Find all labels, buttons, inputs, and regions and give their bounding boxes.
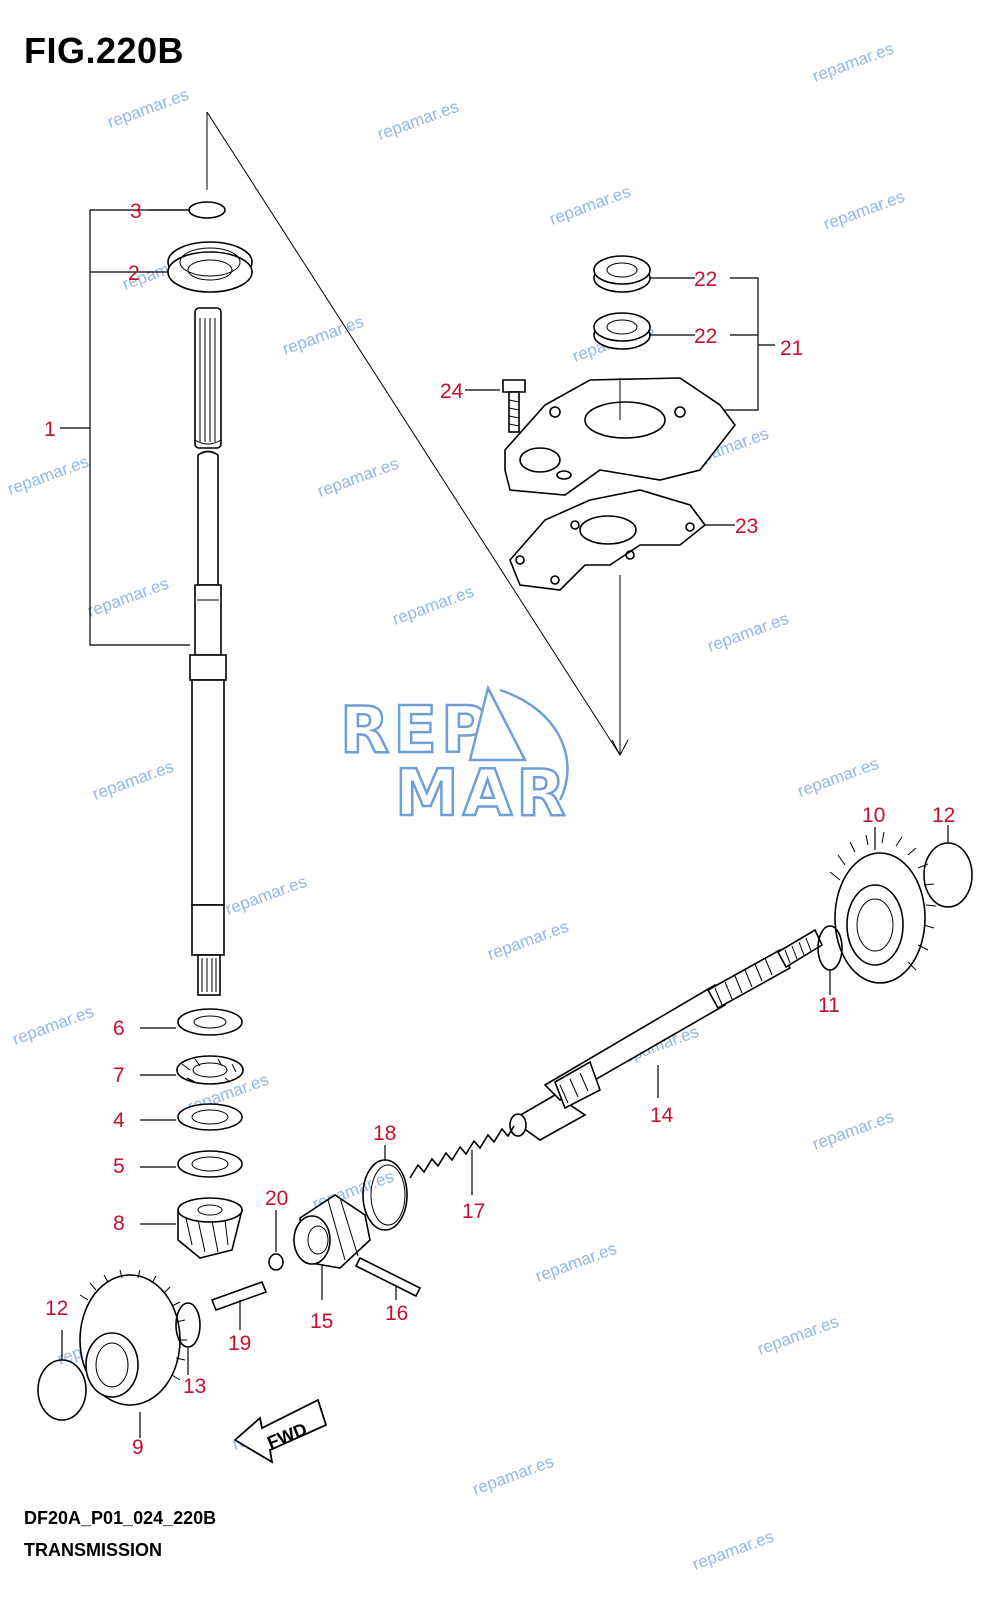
- watermark: repamar.es: [810, 39, 896, 86]
- thrust-bearing-7: [176, 1055, 244, 1085]
- watermark: repamar.es: [280, 312, 366, 359]
- callout-22-top: 22: [694, 268, 717, 291]
- propeller-shaft: [509, 928, 824, 1141]
- fwd-arrow-icon: FWD: [233, 1398, 328, 1464]
- watermark: repamar.es: [690, 1527, 776, 1574]
- watermark: repamar.es: [315, 454, 401, 501]
- shim-12-upper: [923, 842, 973, 908]
- watermark: repamar.es: [547, 182, 633, 229]
- callout-13: 13: [183, 1375, 206, 1398]
- callout-3: 3: [130, 200, 142, 223]
- sail-icon: [468, 684, 528, 762]
- callout-23: 23: [735, 515, 758, 538]
- repamar-logo: REP MAR: [339, 684, 570, 832]
- figure-title: FIG.220B: [24, 30, 185, 71]
- seal-22-bottom: [593, 312, 651, 350]
- callout-19: 19: [228, 1332, 251, 1355]
- callout-18: 18: [373, 1122, 396, 1145]
- callout-22-bottom: 22: [694, 325, 717, 348]
- watermark: repamar.es: [390, 582, 476, 629]
- callout-17: 17: [462, 1200, 485, 1223]
- ball-bearing: [167, 241, 253, 293]
- logo-line-1: REP: [340, 694, 492, 768]
- spring: [409, 1125, 515, 1179]
- watermark: repamar.es: [5, 452, 91, 499]
- pinion-gear: [177, 1197, 244, 1259]
- detent-ball: [268, 1253, 284, 1271]
- leaders-forward: [61, 1330, 189, 1438]
- callout-14: 14: [650, 1104, 674, 1127]
- washer-5: [177, 1150, 243, 1178]
- model-code: DF20A_P01_024_220B: [24, 1508, 217, 1528]
- bracket-21: [715, 277, 775, 411]
- callout-4: 4: [113, 1109, 125, 1132]
- bolt: [502, 379, 526, 433]
- callout-9: 9: [132, 1436, 144, 1459]
- pump-plate: [504, 377, 737, 496]
- watermark: repamar.es: [755, 1312, 841, 1359]
- assembly-line: [206, 111, 629, 757]
- callout-5: 5: [113, 1155, 125, 1178]
- clutch-dog: [293, 1194, 371, 1269]
- push-pin: [210, 1280, 268, 1312]
- gasket: [509, 489, 707, 591]
- callout-20: 20: [265, 1187, 288, 1210]
- sail-curve: [499, 688, 569, 801]
- circlip: [188, 201, 226, 219]
- seal-22-top: [593, 255, 651, 293]
- callout-2: 2: [128, 262, 140, 285]
- washer-11: [817, 925, 843, 971]
- callout-12-upper: 12: [932, 804, 955, 827]
- watermark: repamar.es: [90, 757, 176, 804]
- washer-6: [177, 1008, 243, 1036]
- watermark: repamar.es: [533, 1239, 619, 1286]
- leader-22: [650, 277, 695, 336]
- forward-gear: [79, 1269, 187, 1406]
- watermark: repamar.es: [705, 609, 791, 656]
- callout-6: 6: [113, 1017, 125, 1040]
- callout-labels: 1 2 3 4 5 6 7 8 9 10 11 12 12 13 14 15 1…: [44, 200, 955, 1459]
- watermark: repamar.es: [795, 754, 881, 801]
- callout-16: 16: [385, 1302, 408, 1325]
- watermark: repamar.es: [105, 85, 191, 132]
- logo-line-2: MAR: [395, 757, 570, 831]
- section-name: TRANSMISSION: [24, 1540, 163, 1560]
- callout-11: 11: [818, 994, 840, 1017]
- cross-pin: [354, 1256, 422, 1298]
- washer-13: [175, 1302, 201, 1348]
- callout-24: 24: [440, 380, 464, 403]
- watermark: repamar.es: [375, 97, 461, 144]
- watermark: repamar.es: [223, 872, 309, 919]
- callout-12-lower: 12: [45, 1297, 68, 1320]
- callout-8: 8: [113, 1212, 125, 1235]
- leaders-pinion: [140, 1027, 176, 1225]
- watermark: repamar.es: [10, 1002, 96, 1049]
- watermark: repamar.es: [85, 574, 171, 621]
- shim-12-lower: [37, 1359, 87, 1421]
- reverse-gear: [829, 831, 937, 984]
- leaders-reverse: [829, 825, 949, 995]
- callout-21: 21: [780, 337, 803, 360]
- callout-1: 1: [44, 418, 56, 441]
- drive-shaft: [189, 307, 227, 996]
- callout-7: 7: [113, 1064, 125, 1087]
- watermark: repamar.es: [470, 1452, 556, 1499]
- washer-4: [177, 1103, 243, 1131]
- watermark: repamar.es: [810, 1107, 896, 1154]
- watermark: repamar.es: [821, 187, 907, 234]
- callout-15: 15: [310, 1310, 333, 1333]
- watermark: repamar.es: [485, 917, 571, 964]
- callout-10: 10: [862, 804, 885, 827]
